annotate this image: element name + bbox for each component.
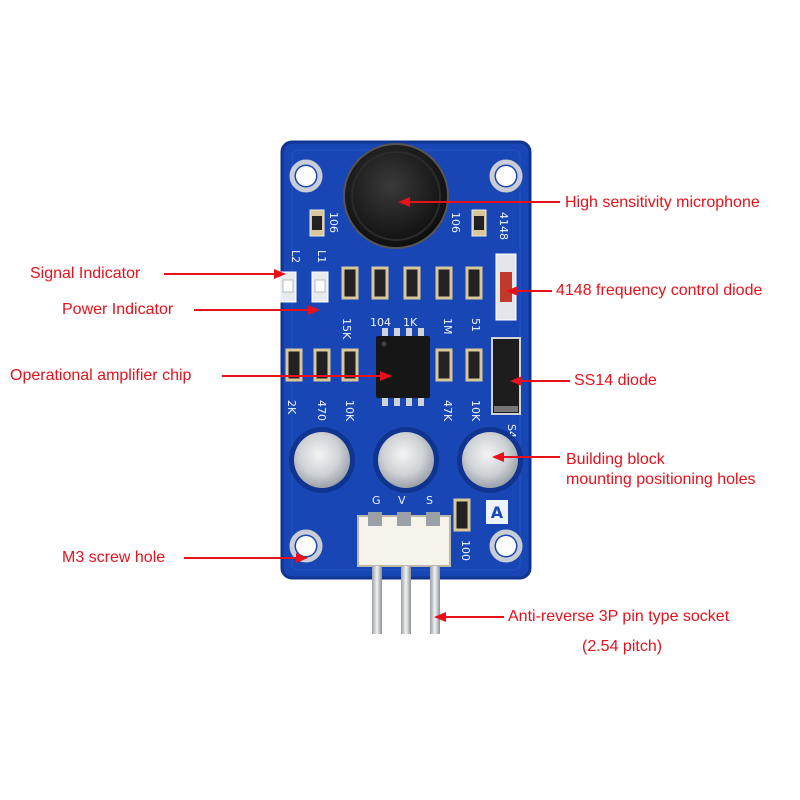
op-amp-chip [376, 328, 430, 406]
silk-l1: L1 [315, 250, 328, 263]
silk-15k: 15K [340, 318, 353, 340]
silk-104: 104 [370, 316, 391, 329]
label-signal-indicator: Signal Indicator [30, 265, 141, 282]
silk-l2: L2 [289, 250, 302, 263]
silk-pin-s: S [426, 494, 433, 507]
callout-arrows [164, 197, 570, 622]
diode-ss14 [491, 337, 521, 415]
silk-1m: 1M [441, 318, 454, 335]
silk-pin-v: V [398, 494, 406, 507]
silk-470: 470 [315, 400, 328, 421]
signal-led [279, 271, 297, 303]
silk-106-left: 106 [327, 212, 340, 233]
silk-47k: 47K [441, 400, 454, 422]
silk-pin-g: G [372, 494, 381, 507]
silk-10k-b: 10K [469, 400, 482, 422]
silk-board-mark: A [491, 503, 504, 522]
silk-10k-a: 10K [343, 400, 356, 422]
resistor-row-top [341, 266, 483, 300]
label-ss14-diode: SS14 diode [574, 372, 657, 389]
label-mount-holes-line1: Building block [566, 451, 665, 468]
microphone [343, 143, 449, 249]
label-microphone: High sensitivity microphone [565, 194, 760, 211]
power-led [311, 271, 329, 303]
building-block-holes [289, 427, 523, 493]
silk-4148: 4148 [497, 212, 510, 240]
diode-4148 [495, 253, 517, 321]
silk-100: 100 [459, 540, 472, 561]
silk-106-right: 106 [449, 212, 462, 233]
label-mount-holes-line2: mounting positioning holes [566, 471, 756, 488]
label-op-amp: Operational amplifier chip [10, 367, 192, 384]
resistor-row-bottom [285, 348, 483, 382]
silk-51: 51 [469, 318, 482, 332]
silk-1k: 1K [403, 316, 418, 329]
silk-2k: 2K [285, 400, 298, 415]
label-socket-line1: Anti-reverse 3P pin type socket [508, 608, 730, 625]
label-4148-diode: 4148 frequency control diode [556, 282, 763, 299]
3p-socket [357, 512, 451, 634]
label-socket-line2: (2.54 pitch) [582, 638, 663, 655]
label-screw-hole: M3 screw hole [62, 549, 166, 566]
m3-screw-holes [289, 159, 523, 563]
label-power-indicator: Power Indicator [62, 301, 174, 318]
